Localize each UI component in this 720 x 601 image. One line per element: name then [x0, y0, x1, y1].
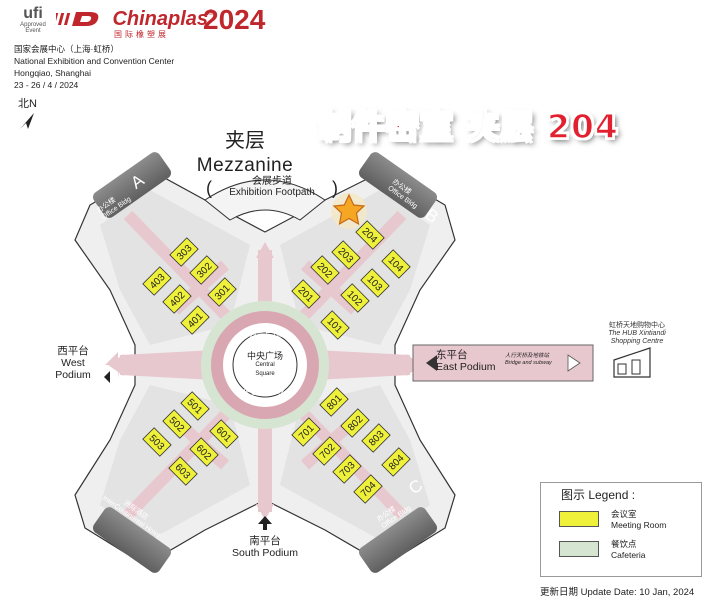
meeting-room-601: 601 — [209, 419, 239, 449]
meeting-room-402: 402 — [162, 284, 192, 314]
meeting-room-603: 603 — [168, 456, 198, 486]
floor-title-en: Mezzanine — [196, 155, 294, 176]
footpath-zh: 会展步道 — [252, 176, 292, 187]
meeting-room-804: 804 — [381, 447, 411, 477]
building-hotel — [92, 507, 172, 573]
meeting-room-702: 702 — [312, 436, 342, 466]
meeting-room-204: 204 — [355, 220, 385, 250]
event-dates: 23 - 26 / 4 / 2024 — [14, 80, 79, 90]
chinaplas-logo: Chinaplas® 2024 国际橡塑展 — [56, 4, 265, 40]
meeting-room-201: 201 — [291, 279, 321, 309]
meeting-room-502: 502 — [162, 409, 192, 439]
meeting-room-803: 803 — [361, 423, 391, 453]
meeting-room-102: 102 — [340, 283, 370, 313]
meeting-room-301: 301 — [207, 277, 237, 307]
legend-title: 图示 Legend : — [561, 488, 636, 502]
building-b — [358, 152, 438, 218]
floor-title-zh: 夹层 — [225, 130, 265, 152]
meeting-room-101: 101 — [320, 310, 350, 340]
venue-en-line2: Hongqiao, Shanghai — [14, 68, 92, 78]
location-banner: 制件密室 夹层 204 — [317, 106, 619, 147]
meeting-room-303: 303 — [169, 237, 199, 267]
north-label: 北N — [18, 98, 37, 110]
east-corridor — [315, 350, 410, 380]
meeting-room-602: 602 — [189, 437, 219, 467]
cafeteria-swatch — [559, 541, 599, 557]
west-corridor — [120, 350, 215, 380]
venue-zh: 国家会展中心（上海·虹桥） — [14, 44, 119, 54]
south-arrow-icon — [258, 516, 272, 524]
meeting-room-swatch — [559, 511, 599, 527]
meeting-room-403: 403 — [142, 266, 172, 296]
central-square — [232, 332, 298, 398]
plaza-ring-zh: 商业广场 — [249, 331, 281, 340]
meeting-room-802: 802 — [340, 408, 370, 438]
ufi-logo: ufi Approved Event — [20, 5, 46, 35]
location-star-icon — [331, 193, 367, 229]
meeting-room-104: 104 — [381, 249, 411, 279]
north-arrow-icon — [20, 113, 34, 129]
building-a — [92, 152, 172, 218]
footpath-label: ( 会展步道 Exhibition Footpath ) — [206, 176, 338, 198]
meeting-room-501: 501 — [180, 391, 210, 421]
meeting-room-503: 503 — [142, 427, 172, 457]
meeting-room-701: 701 — [291, 417, 321, 447]
floor-title: 夹层 Mezzanine — [180, 124, 310, 177]
meeting-room-801: 801 — [319, 387, 349, 417]
meeting-room-703: 703 — [332, 454, 362, 484]
venue-en-line1: National Exhibition and Convention Cente… — [14, 56, 175, 66]
meeting-room-302: 302 — [189, 255, 219, 285]
plaza-ring-en: NECC PLAZA — [239, 388, 291, 397]
central-square-label: 中央广场 Central Square — [246, 351, 283, 378]
meeting-room-202: 202 — [310, 255, 340, 285]
chinaplas-mark-icon — [56, 12, 99, 26]
south-corridor — [258, 422, 272, 512]
north-corridor — [258, 250, 272, 308]
meeting-room-203: 203 — [331, 240, 361, 270]
venue-info: 国家会展中心（上海·虹桥） National Exhibition and Co… — [14, 43, 174, 91]
meeting-room-704: 704 — [353, 474, 383, 504]
footpath-en: Exhibition Footpath — [229, 187, 315, 198]
west-arrow-icon — [104, 371, 110, 383]
meeting-room-103: 103 — [360, 268, 390, 298]
building-c — [358, 507, 438, 573]
east-podium — [412, 344, 594, 382]
hub-building-icon — [613, 347, 651, 378]
meeting-room-401: 401 — [180, 305, 210, 335]
update-date: 更新日期 Update Date: 10 Jan, 2024 — [540, 587, 695, 598]
